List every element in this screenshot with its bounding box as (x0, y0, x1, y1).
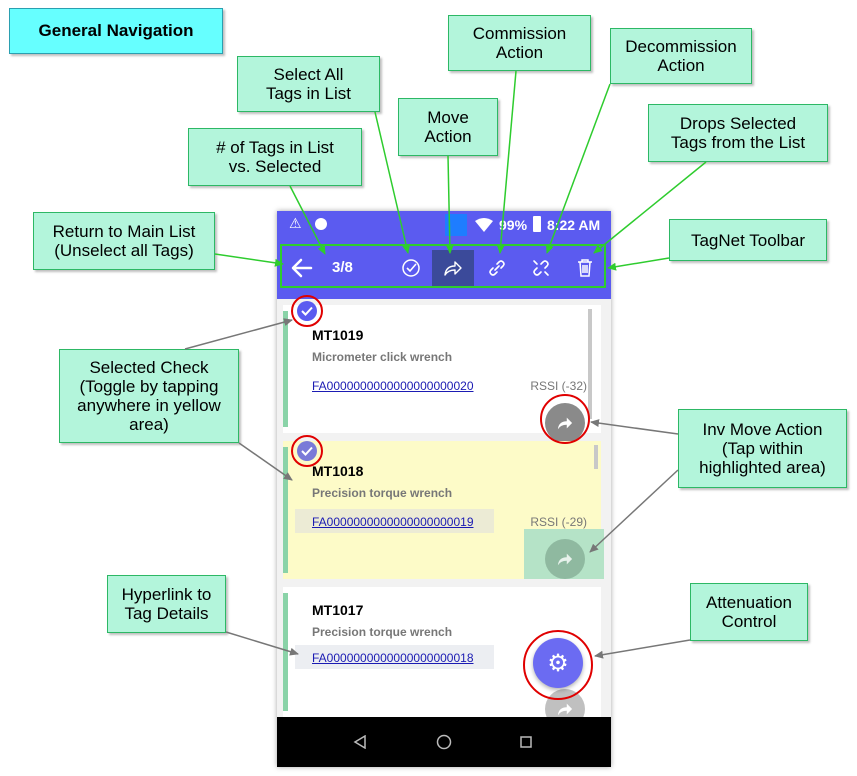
commission-button[interactable] (476, 250, 518, 286)
trash-icon (578, 259, 592, 277)
status-bar: ⚠ 99% 8:22 AM (277, 211, 611, 239)
callout-commission: Commission Action (448, 15, 591, 71)
attenuation-button[interactable]: ⚙ (533, 638, 583, 688)
callout-toolbar: TagNet Toolbar (669, 219, 827, 261)
back-button[interactable] (281, 250, 323, 286)
callout-inv-move: Inv Move Action (Tap within highlighted … (678, 409, 847, 488)
back-triangle-icon[interactable] (353, 735, 367, 749)
card-accent (283, 447, 288, 573)
decommission-button[interactable] (520, 250, 562, 286)
tag-description: Precision torque wrench (312, 625, 453, 639)
tag-epc-link[interactable]: FA0000000000000000000019 (312, 515, 474, 529)
checkmark-icon (301, 446, 313, 456)
tag-id: MT1018 (312, 463, 364, 479)
callout-move-action: Move Action (398, 98, 498, 156)
hangouts-icon (315, 218, 327, 230)
tag-epc-link[interactable]: FA0000000000000000000020 (312, 379, 474, 393)
tag-epc-highlight (295, 509, 494, 533)
scrollbar[interactable] (588, 309, 592, 419)
wifi-icon (475, 218, 493, 232)
tag-rssi: RSSI (-29) (530, 515, 587, 529)
move-button[interactable] (432, 250, 474, 286)
select-all-button[interactable] (390, 250, 432, 286)
recents-square-icon[interactable] (520, 736, 532, 748)
tagnet-toolbar: 3/8 (277, 239, 611, 299)
inv-move-button[interactable] (545, 403, 585, 443)
arrow-left-icon (291, 258, 313, 278)
selected-check[interactable] (297, 301, 317, 321)
callout-hyperlink: Hyperlink to Tag Details (107, 575, 226, 633)
tag-epc-highlight (295, 645, 494, 669)
tag-epc-link[interactable]: FA0000000000000000000018 (312, 651, 474, 665)
phone-screen: ⚠ 99% 8:22 AM 3/8 MT1019 (277, 211, 611, 767)
clock-time: 8:22 AM (547, 217, 601, 233)
link-icon (489, 260, 505, 276)
gear-icon: ⚙ (547, 649, 569, 677)
check-circle-icon (402, 259, 420, 277)
page-title: General Navigation (9, 8, 223, 54)
card-accent (283, 311, 288, 427)
android-navbar (277, 717, 611, 767)
share-arrow-icon (444, 261, 462, 276)
share-arrow-icon (557, 553, 573, 566)
tag-list: MT1019 Micrometer click wrench FA0000000… (277, 299, 611, 729)
callout-attenuation: Attenuation Control (690, 583, 808, 641)
notification-square-icon (445, 214, 467, 236)
scrollbar[interactable] (594, 445, 598, 469)
warning-icon: ⚠ (289, 216, 302, 232)
battery-icon (533, 216, 541, 232)
tag-id: MT1017 (312, 602, 364, 618)
callout-select-all: Select All Tags in List (237, 56, 380, 112)
list-item[interactable]: MT1019 Micrometer click wrench FA0000000… (283, 305, 601, 443)
callout-return-main: Return to Main List (Unselect all Tags) (33, 212, 215, 270)
inv-move-button[interactable] (545, 539, 585, 579)
share-arrow-icon (557, 703, 573, 716)
drop-button[interactable] (564, 250, 606, 286)
callout-tag-count: # of Tags in List vs. Selected (188, 128, 362, 186)
checkmark-icon (301, 306, 313, 316)
selected-check[interactable] (297, 441, 317, 461)
unlink-icon (533, 260, 549, 276)
tag-description: Precision torque wrench (312, 486, 453, 500)
card-accent (283, 593, 288, 711)
battery-percent: 99% (499, 217, 528, 233)
list-item[interactable]: MT1018 Precision torque wrench FA0000000… (283, 441, 604, 579)
tag-count: 3/8 (332, 259, 353, 276)
callout-decommission: Decommission Action (610, 28, 752, 84)
callout-selected-check: Selected Check (Toggle by tapping anywhe… (59, 349, 239, 443)
tag-description: Micrometer click wrench (312, 350, 453, 364)
home-circle-icon[interactable] (436, 734, 452, 750)
tag-id: MT1019 (312, 327, 364, 343)
callout-drops: Drops Selected Tags from the List (648, 104, 828, 162)
share-arrow-icon (557, 417, 573, 430)
tag-rssi: RSSI (-32) (530, 379, 587, 393)
